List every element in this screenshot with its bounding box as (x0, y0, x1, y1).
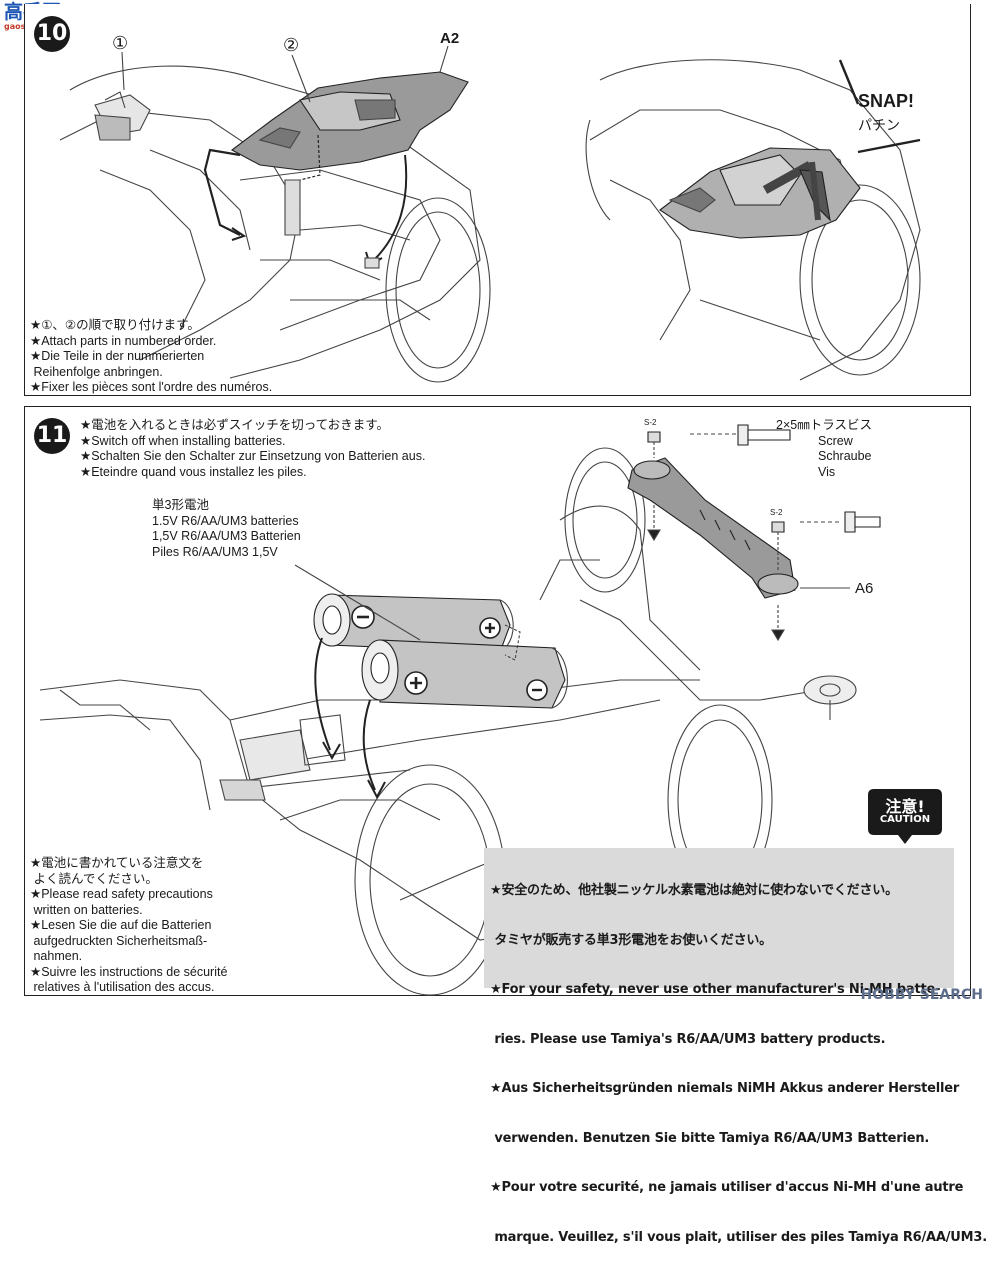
snap-label-jp: パチン (858, 117, 900, 133)
step-10-number: 10 (34, 16, 70, 52)
caution-line: ries. Please use Tamiya's R6/AA/UM3 batt… (490, 1031, 886, 1047)
instruction-line: ★Schalten Sie den Schalter zur Einsetzun… (80, 449, 426, 463)
safety-line: written on batteries. (30, 902, 143, 917)
instruction-line: ★Fixer les pièces sont l'ordre des numér… (30, 380, 273, 394)
caution-badge-en: CAUTION (879, 814, 931, 825)
instruction-line: ★電池を入れるときは必ずスイッチを切っておきます。 (80, 418, 389, 432)
screw-label-de: Schraube (818, 449, 872, 463)
safety-line: relatives à l'utilisation des accus. (30, 980, 215, 994)
caution-line: verwenden. Benutzen Sie bitte Tamiya R6/… (490, 1130, 930, 1146)
step-11-illustration (39, 424, 881, 996)
step-11-instructions: ★電池を入れるときは必ずスイッチを切っておきます。 ★Switch off wh… (80, 418, 425, 480)
snap-label-en: SNAP! (858, 91, 915, 111)
safety-line: ★Suivre les instructions de sécurité (30, 964, 228, 979)
safety-line: ★Lesen Sie die auf die Batterien (30, 918, 212, 932)
step-10-illustration (59, 45, 921, 383)
order-mark-1: ① (112, 33, 129, 53)
instruction-line: Reihenfolge anbringen. (30, 364, 163, 379)
caution-badge-shape (868, 789, 942, 844)
battery-label: 単3形電池 1.5V R6/AA/UM3 batteries 1,5V R6/A… (152, 498, 301, 560)
watermark: HOBBY SEARCH (860, 987, 983, 1003)
part-label-a2: A2 (440, 30, 460, 47)
instruction-line: ★Switch off when installing batteries. (80, 433, 286, 448)
step-11-number: 11 (34, 418, 70, 454)
safety-line: nahmen. (30, 949, 83, 963)
order-mark-2: ② (283, 35, 300, 55)
safety-line: ★Please read safety precautions (30, 887, 213, 901)
screw-label: 2×5㎜トラスビス Screw Schraube Vis (776, 418, 872, 480)
battery-label-line: 単3形電池 (152, 498, 209, 512)
caution-line: ★Aus Sicherheitsgründen niemals NiMH Akk… (490, 1081, 960, 1096)
step-10-instructions: ★①、②の順で取り付けます。 ★Attach parts in numbered… (30, 318, 272, 396)
part-label-a6: A6 (855, 580, 874, 597)
caution-text: ★安全のため、他社製ニッケル水素電池は絶対に使わないでください。 タミヤが販売す… (490, 850, 987, 1263)
safety-line: よく読んでください。 (30, 871, 158, 886)
caution-box (484, 848, 954, 988)
battery-label-line: 1.5V R6/AA/UM3 batteries (152, 513, 299, 528)
battery-label-line: 1,5V R6/AA/UM3 Batterien (152, 529, 301, 543)
screw-label-fr: Vis (818, 464, 836, 479)
battery-label-line: Piles R6/AA/UM3 1,5V (152, 544, 278, 559)
screw-mark-1: S-2 (644, 418, 657, 427)
instruction-line: ★Eteindre quand vous installez les piles… (80, 464, 307, 479)
caution-line: タミヤが販売する単3形電池をお使いください。 (490, 932, 772, 948)
screw-label-jp: 2×5㎜トラスビス (776, 418, 872, 432)
caution-line: ★Pour votre securité, ne jamais utiliser… (490, 1180, 964, 1195)
caution-line: ★For your safety, never use other manufa… (490, 982, 941, 997)
instruction-line: ★①、②の順で取り付けます。 (30, 318, 200, 332)
safety-notes: ★電池に書かれている注意文を よく読んでください。 ★Please read s… (30, 856, 227, 996)
safety-line: ★電池に書かれている注意文を (30, 856, 204, 870)
safety-line: aufgedruckten Sicherheitsmaß- (30, 933, 208, 948)
caution-badge-jp: 注意! (885, 797, 925, 816)
caution-line: ★安全のため、他社製ニッケル水素電池は絶対に使わないでください。 (490, 883, 898, 898)
instruction-line: ★Die Teile in der nummerierten (30, 349, 205, 363)
caution-line: marque. Veuillez, s'il vous plait, utili… (490, 1229, 987, 1245)
screw-label-en: Screw (818, 433, 853, 448)
screw-mark-2: S-2 (770, 508, 783, 517)
instruction-line: ★Attach parts in numbered order. (30, 333, 217, 348)
caution-badge: 注意! CAUTION (866, 787, 944, 845)
